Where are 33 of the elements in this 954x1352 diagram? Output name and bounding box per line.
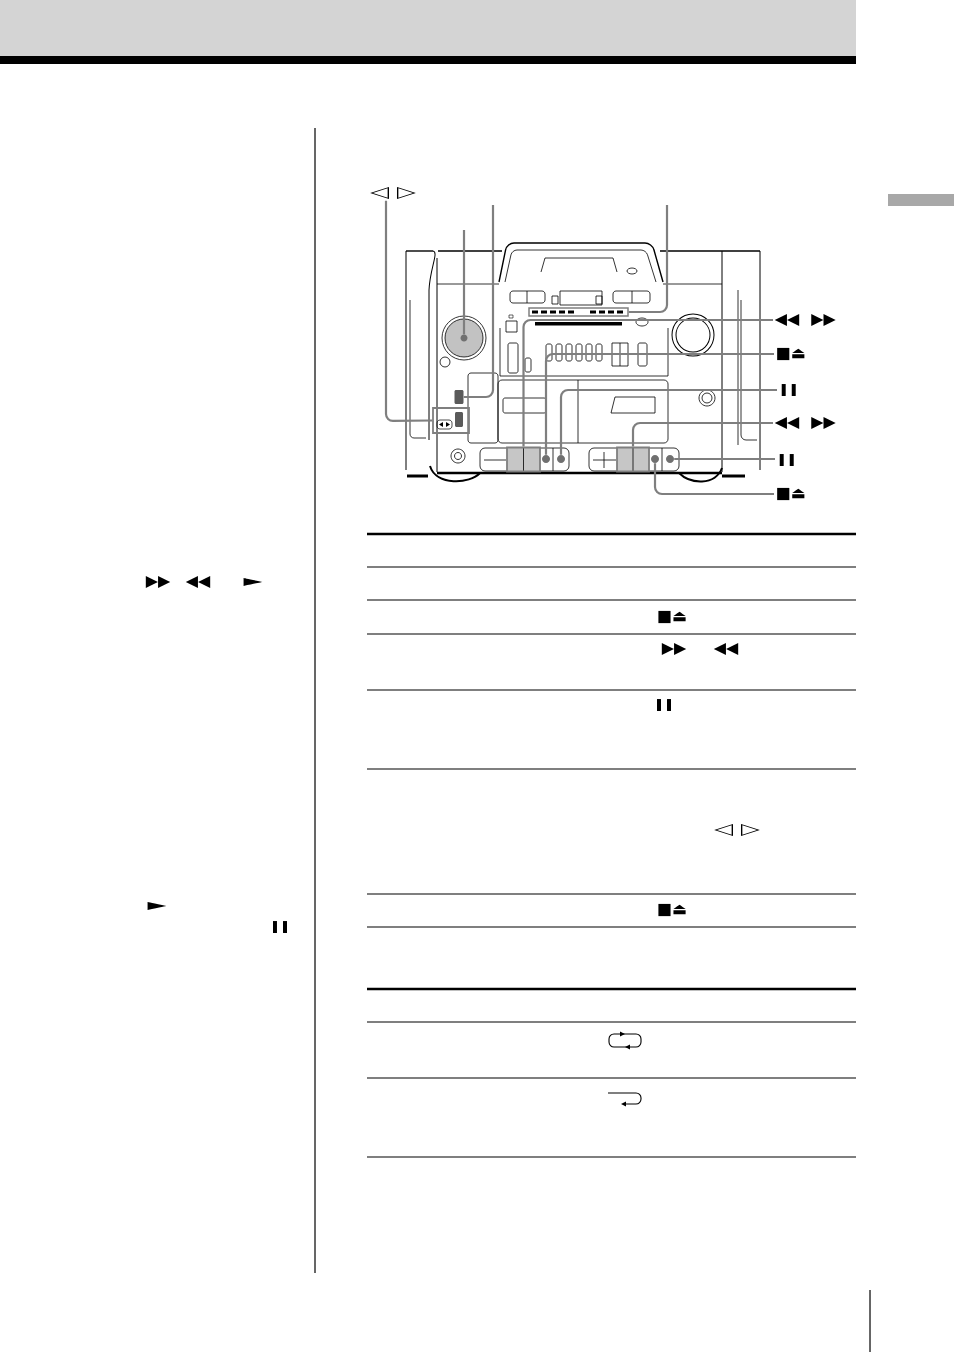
button-symbol: ■⏏ <box>658 903 686 917</box>
button-symbol: ◀◀ <box>713 642 739 656</box>
leader-line <box>544 352 774 455</box>
leader-line <box>522 318 773 447</box>
leader-line <box>628 205 669 314</box>
leader-line <box>653 463 774 496</box>
highlighted-buttons <box>616 446 650 473</box>
button-symbol: ■⏏ <box>658 610 686 624</box>
leader-line <box>463 205 495 399</box>
button-symbol: ◁ ▷ <box>370 186 416 200</box>
leader-line <box>462 230 466 335</box>
button-symbol: ▶▶ <box>661 642 687 656</box>
button-symbol: ◀◀ ▶▶ <box>774 313 836 327</box>
button-symbol: ► <box>147 901 167 910</box>
leader-line <box>384 200 433 423</box>
slide-switch <box>454 390 464 404</box>
button-symbol: ◀◀ ▶▶ <box>774 416 836 430</box>
highlight-frame <box>432 407 470 434</box>
button-symbol: ■⏏ <box>777 347 805 361</box>
button-symbol: ❚❚ <box>781 384 796 396</box>
leader-line <box>559 388 777 455</box>
button-symbol: ❚❚ <box>779 454 794 466</box>
button-symbol: ► <box>243 577 263 586</box>
button-symbol: ◁ ▷ <box>714 823 760 837</box>
button-strip <box>528 307 629 317</box>
button-symbol: ❚❚ <box>273 921 287 933</box>
button-symbol: ▶▶ <box>145 575 171 589</box>
button-symbol: ❚❚ <box>657 699 671 711</box>
leader-line <box>674 457 775 461</box>
button-symbol: ■⏏ <box>777 487 805 501</box>
leader-line <box>631 421 773 447</box>
button-symbol: ◀◀ <box>185 575 211 589</box>
highlighted-buttons <box>506 446 541 473</box>
